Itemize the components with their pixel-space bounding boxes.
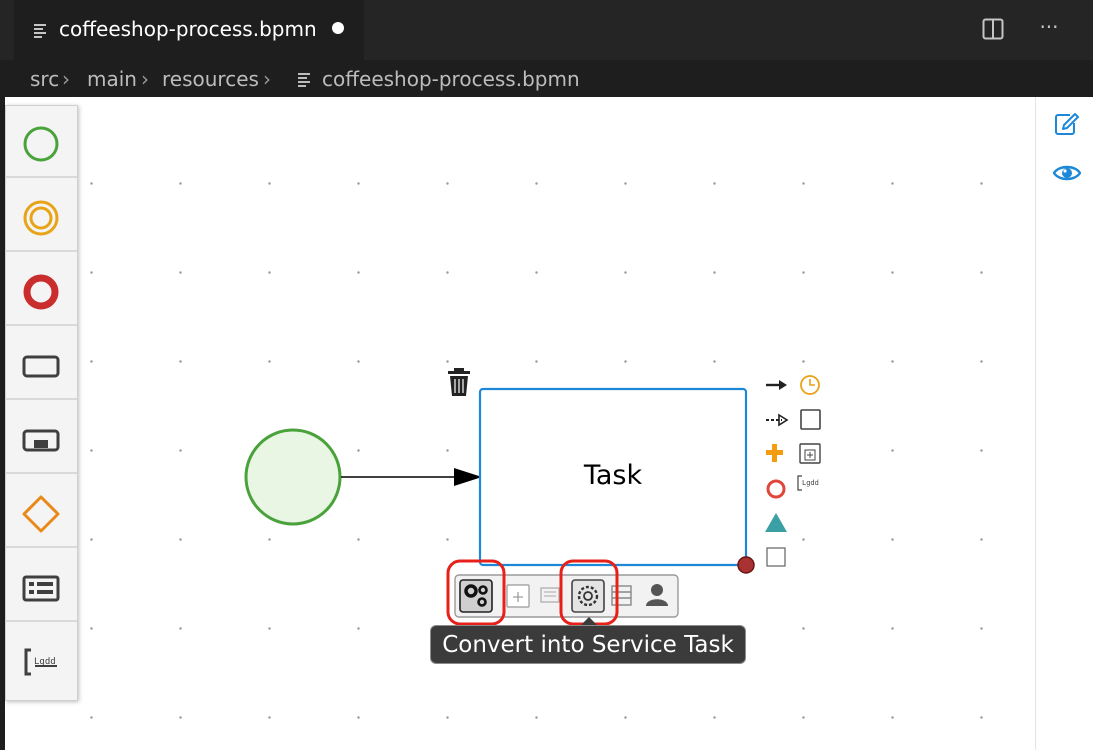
append-subprocess-icon[interactable] [799,443,821,464]
tab-title: coffeeshop-process.bpmn [59,17,317,41]
svg-text:Lgdd: Lgdd [34,657,56,667]
edit-icon[interactable] [1054,112,1080,136]
sequence-flow-tool-icon[interactable] [766,380,787,390]
annotation-icon: Lgdd [24,648,57,676]
settings-icon[interactable] [571,579,605,613]
chevron-right-icon: › [62,67,70,91]
color-picker-icon[interactable] [766,547,786,567]
palette-text-annotation[interactable]: Lgdd [6,624,77,696]
tooltip-arrow [581,617,597,625]
append-task-icon[interactable] [800,409,821,430]
task-label: Task [583,460,643,491]
resize-handle[interactable] [737,556,755,574]
user-task-icon[interactable] [646,584,668,606]
palette-subprocess[interactable] [6,402,77,474]
svg-text:Lgdd: Lgdd [802,479,819,487]
gateway-icon [22,495,60,533]
split-editor-icon[interactable] [982,18,1004,40]
data-icon [22,575,60,602]
palette-end-event[interactable] [6,254,77,326]
append-annotation-icon[interactable]: Lgdd [797,475,819,491]
subprocess-icon [22,429,60,452]
timer-event-icon[interactable] [800,375,820,395]
palette-gateway[interactable] [6,476,77,548]
editor-tab-bar: coffeeshop-process.bpmn ··· [0,0,1093,60]
right-side-panel [1035,97,1093,750]
preview-icon[interactable] [1053,163,1081,183]
palette-task[interactable] [6,328,77,400]
message-flow-tool-icon[interactable] [766,413,789,427]
intermediate-event-icon [23,200,59,236]
subprocess-icon[interactable] [506,584,530,608]
palette-data-object[interactable] [6,550,77,622]
end-event-icon [23,274,59,310]
append-end-event-icon[interactable] [766,479,786,499]
script-task-icon[interactable] [540,587,560,603]
breadcrumb-item-main[interactable]: main [87,67,137,91]
tooltip: Convert into Service Task [430,625,746,664]
file-lines-icon [34,24,46,38]
start-event-icon [23,126,59,162]
delete-icon[interactable] [448,368,470,396]
editor-tab[interactable]: coffeeshop-process.bpmn [14,0,364,60]
breadcrumb-item-file[interactable]: coffeeshop-process.bpmn [322,67,580,91]
palette-intermediate-event[interactable] [6,180,77,252]
breadcrumb-item-src[interactable]: src [30,67,60,91]
chevron-right-icon: › [141,67,149,91]
start-event[interactable] [244,428,342,526]
change-type-icon[interactable] [765,513,787,532]
element-palette: Lgdd [5,105,78,701]
breadcrumb: src › main › resources › coffeeshop-proc… [0,60,1093,97]
append-gateway-icon[interactable] [766,444,783,462]
more-actions-icon[interactable]: ··· [1039,15,1059,39]
highlight-service-task [446,559,506,626]
breadcrumb-item-resources[interactable]: resources [162,67,259,91]
file-lines-icon [298,73,310,87]
business-rule-icon[interactable] [611,585,632,606]
unsaved-dot-icon[interactable] [332,22,344,34]
service-task-icon[interactable] [459,579,493,613]
palette-start-event[interactable] [6,106,77,178]
task-icon [22,355,60,378]
chevron-right-icon: › [263,67,271,91]
